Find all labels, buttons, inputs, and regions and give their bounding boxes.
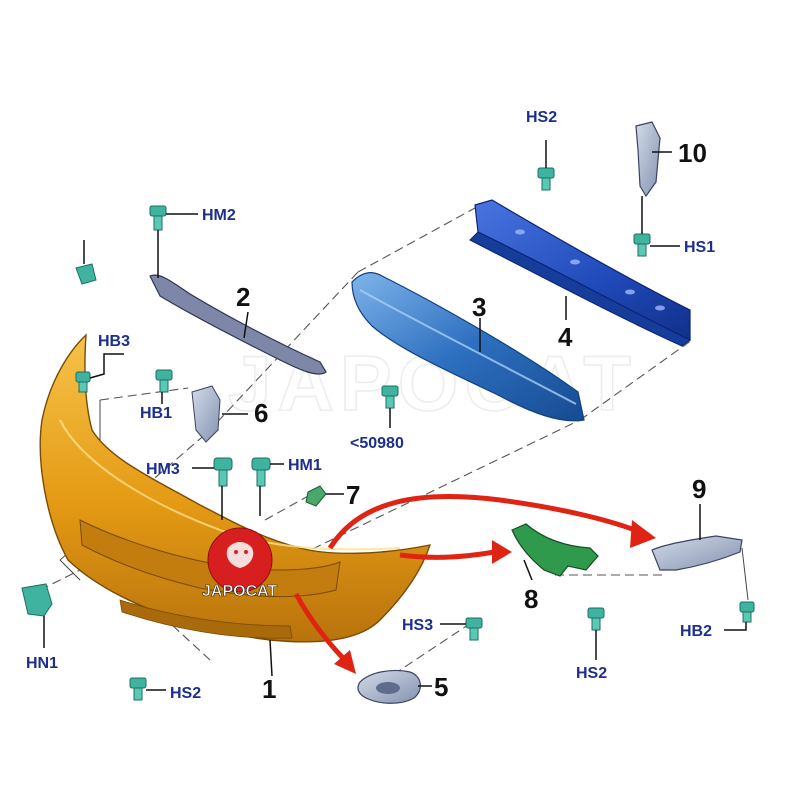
fastener-hs1	[633, 233, 651, 257]
fastener-hb2	[739, 601, 755, 623]
fastener-hs2-bottom	[129, 677, 147, 701]
reinforcement-ridge	[359, 289, 577, 405]
bumper-highlight	[59, 419, 401, 551]
fastener-hb1	[155, 369, 173, 393]
label-part-10: 10	[678, 138, 707, 168]
label-part-5: 5	[434, 672, 448, 702]
fog-lamp-hole	[376, 682, 400, 694]
label-hn1: HN1	[26, 655, 58, 672]
front-beam	[474, 199, 691, 341]
fastener-hs3	[465, 617, 483, 641]
side-clip-hn1	[21, 583, 53, 617]
label-part-9: 9	[692, 474, 706, 504]
fastener-hb3	[75, 371, 91, 393]
bumper-grille-opening	[79, 519, 341, 598]
beam-holes	[515, 229, 665, 311]
label-hs2-top: HS2	[526, 109, 557, 126]
clip-part-7	[305, 485, 327, 507]
label-50980: <50980	[350, 435, 404, 452]
upper-strip	[149, 274, 327, 375]
side-bracket	[191, 385, 221, 443]
fastener-hm3	[213, 457, 233, 487]
label-hb2: HB2	[680, 623, 712, 640]
fastener-hs2-right	[587, 607, 605, 631]
grey-bracket	[651, 535, 743, 571]
red-arrows	[293, 494, 656, 674]
fastener-hm2	[149, 205, 167, 231]
japocat-logo: JAPOCAT	[202, 527, 278, 600]
label-hb3: HB3	[98, 333, 130, 350]
label-hm2: HM2	[202, 207, 236, 224]
label-hm1: HM1	[288, 457, 322, 474]
label-part-8: 8	[524, 584, 538, 614]
fastener-hm1	[251, 457, 271, 487]
label-part-7: 7	[346, 480, 360, 510]
label-hs3: HS3	[402, 617, 433, 634]
leader-lines	[43, 140, 747, 691]
label-hs2-bottom: HS2	[170, 685, 201, 702]
label-part-3: 3	[472, 292, 486, 322]
label-part-6: 6	[254, 398, 268, 428]
green-bracket	[511, 523, 599, 577]
svg-text:JAPOCAT: JAPOCAT	[202, 583, 277, 600]
bumper-lower-slot	[119, 599, 293, 639]
label-hb1: HB1	[140, 405, 172, 422]
label-part-1: 1	[262, 674, 276, 704]
vertical-bracket	[635, 121, 661, 198]
label-hm3: HM3	[146, 461, 180, 478]
label-part-2: 2	[236, 282, 250, 312]
label-hs1: HS1	[684, 239, 715, 256]
label-hs2-right: HS2	[576, 665, 607, 682]
front-beam-flange	[469, 231, 691, 347]
clip-top-left	[75, 263, 97, 285]
fastener-hs2-top	[537, 167, 555, 191]
label-part-4: 4	[558, 322, 573, 352]
